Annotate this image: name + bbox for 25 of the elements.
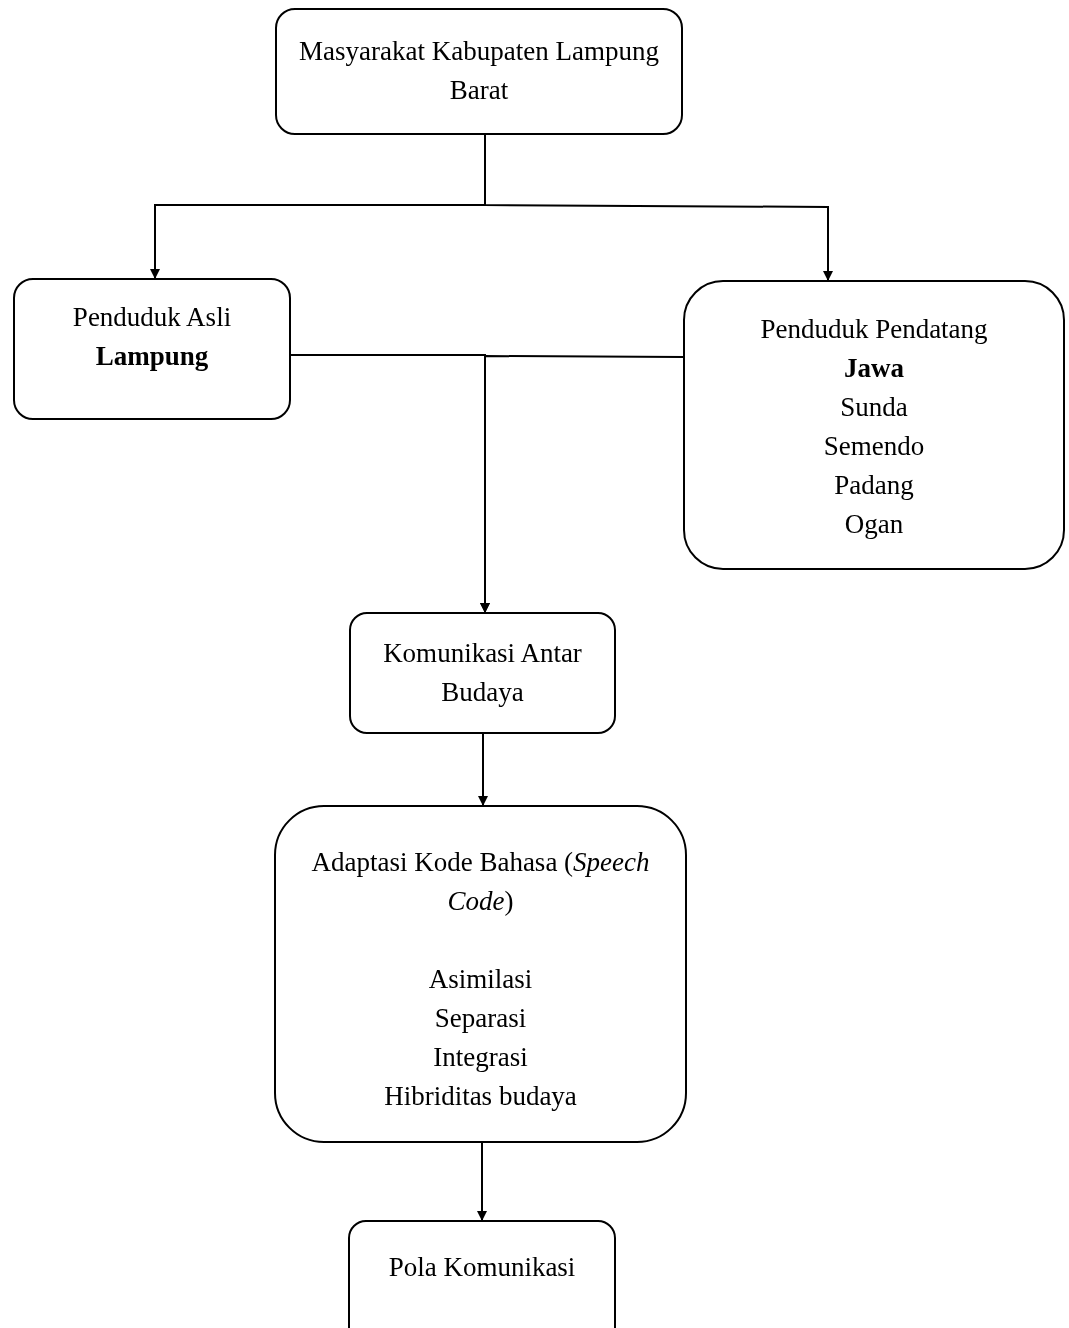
process-box [274,805,687,1143]
box-text: Penduduk Asli [72,301,232,334]
box-text: Jawa [844,352,904,385]
box-text: Semendo [823,430,925,463]
box-text: Padang [834,469,914,502]
box-text: Ogan [844,508,904,541]
box-text: Sunda [840,391,908,424]
arrow [480,355,684,613]
process-box [349,612,616,734]
box-text: Penduduk Pendatang [760,313,988,346]
process-box [13,278,291,420]
box-text: Integrasi [433,1041,528,1074]
box-text: Hibriditas budaya [384,1080,577,1113]
process-box [275,8,683,135]
box-text: Asimilasi [428,963,533,996]
box-text: Komunikasi Antar Budaya [382,637,583,709]
box-text: Separasi [434,1002,527,1035]
box-text: Pola Komunikasi [388,1251,576,1284]
box-text: Masyarakat Kabupaten Lampung Barat [298,35,660,107]
box-text: Adaptasi Kode Bahasa (Speech Code) [310,846,651,918]
process-box [348,1220,616,1328]
process-box [683,280,1065,570]
arrow [478,733,488,806]
box-text: Lampung [95,340,209,373]
arrow [477,1142,487,1221]
